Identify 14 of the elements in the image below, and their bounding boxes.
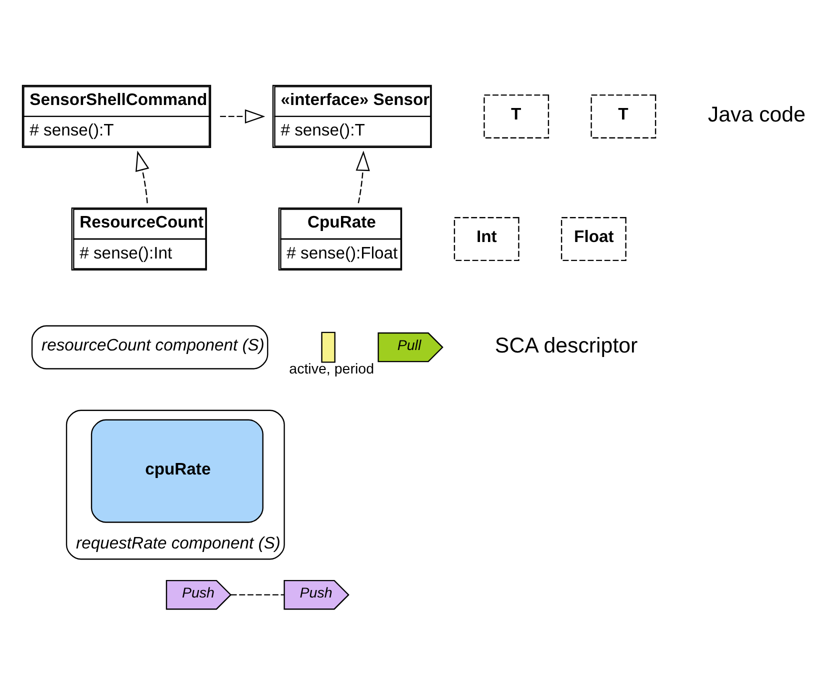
node-box: T bbox=[590, 94, 656, 138]
arrow bbox=[220, 109, 266, 124]
arrow bbox=[136, 150, 150, 204]
node-box: T bbox=[484, 94, 550, 138]
connector bbox=[230, 594, 284, 596]
arrow bbox=[356, 150, 370, 204]
node-box: cpuRate bbox=[90, 419, 264, 523]
label: SCA descriptor bbox=[494, 334, 638, 358]
node-box: Float bbox=[560, 217, 626, 262]
label: Java code bbox=[708, 102, 806, 127]
node-box bbox=[321, 332, 336, 363]
node-label: active, period bbox=[289, 362, 374, 378]
node-box: resourceCount component (S) bbox=[31, 325, 268, 370]
node-box: Int bbox=[454, 217, 520, 262]
